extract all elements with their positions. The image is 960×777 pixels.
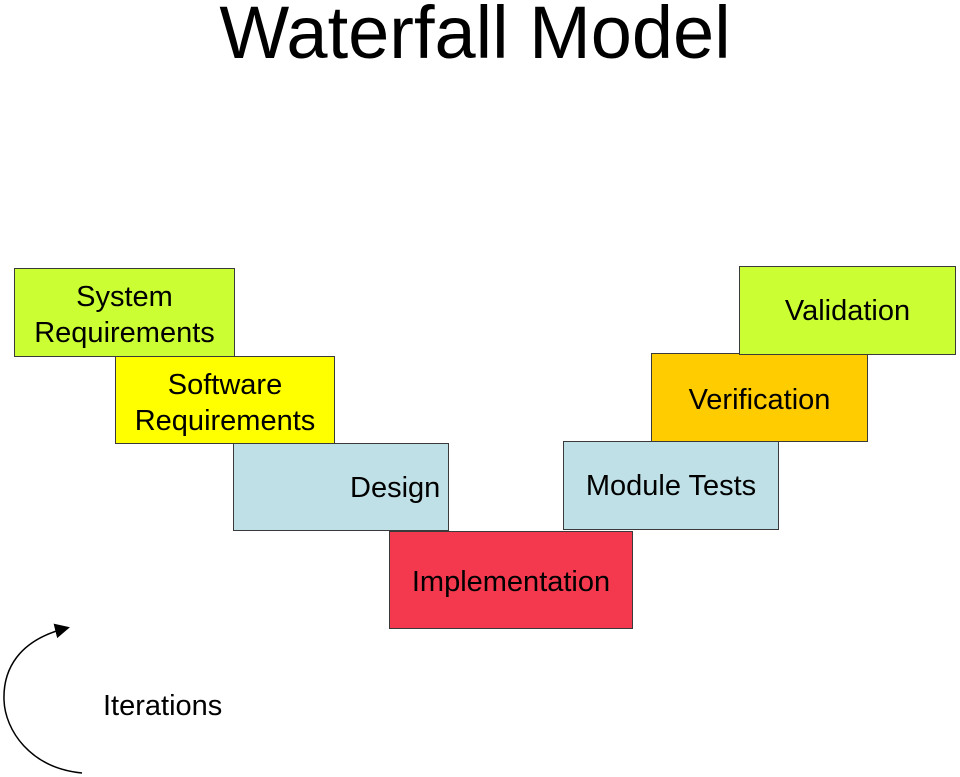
stage-implementation-label: Implementation xyxy=(411,566,611,598)
stage-verification: Verification xyxy=(651,353,868,442)
stage-system-requirements: System Requirements xyxy=(14,268,235,357)
page-title: Waterfall Model xyxy=(219,0,731,74)
stage-module-tests: Module Tests xyxy=(563,441,779,530)
stage-software-requirements-line-1: Software xyxy=(167,369,283,401)
stage-design-label: Design xyxy=(350,472,441,504)
stage-validation-label: Validation xyxy=(784,295,911,327)
stage-module-tests-label: Module Tests xyxy=(585,470,757,502)
iterations-label: Iterations xyxy=(103,690,223,722)
stage-system-requirements-line-1: System xyxy=(76,281,173,313)
stage-system-requirements-line-2: Requirements xyxy=(34,317,215,349)
stage-software-requirements-line-2: Requirements xyxy=(134,405,316,437)
stage-software-requirements: Software Requirements xyxy=(115,356,335,444)
stage-validation: Validation xyxy=(739,266,956,355)
stage-implementation: Implementation xyxy=(389,531,633,629)
stage-design: Design xyxy=(233,443,449,531)
stage-verification-label: Verification xyxy=(688,384,831,416)
